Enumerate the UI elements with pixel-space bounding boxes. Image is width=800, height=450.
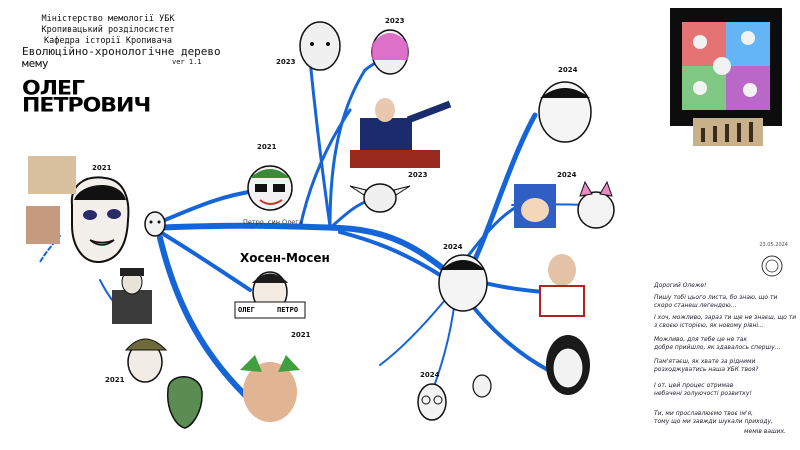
branch-to-suit — [298, 108, 352, 230]
letter-line: з своєю історією, як новому рівні... — [654, 322, 764, 329]
photo-hands — [28, 156, 76, 194]
year-2023-top-right: 2023 — [385, 17, 405, 25]
general-face — [124, 338, 168, 383]
tree-title: Еволюційно-хронологічне дерево мему — [22, 46, 222, 70]
letter-line: Ти, ми прославлюємо твоє ім'я, — [654, 410, 754, 417]
letter-line: Можливо, для тебе це не так — [654, 336, 747, 343]
glasses-face — [417, 383, 447, 421]
letter-seal-icon — [761, 255, 783, 277]
letter-line: Дорогий Олеже! — [654, 282, 707, 289]
year-2024-bottom: 2024 — [420, 371, 440, 379]
letter-line: Пишу тобі цього листа, бо знаю, що ти — [654, 294, 778, 301]
branch-cat — [157, 235, 248, 398]
sonic-face — [514, 184, 556, 228]
face-2023-left — [299, 21, 341, 71]
yoda-face — [349, 183, 411, 213]
oleg-main-face — [70, 176, 130, 264]
header-line-2: Кропивацький розділосистет — [41, 25, 175, 35]
letter-line: небачені золуючості розвитку! — [654, 390, 752, 397]
year-2021-left: 2021 — [92, 164, 112, 172]
letter-line: скоро станеш легендою... — [654, 302, 737, 309]
year-2021-hosen: 2021 — [291, 331, 311, 339]
branch-yoda — [328, 198, 372, 230]
hosen-face — [234, 271, 306, 319]
face-2024-center — [438, 254, 488, 312]
branch-to-top-2024 — [467, 112, 538, 273]
tree-title-line-1: Еволюційно-хронологічне дерево — [22, 45, 221, 58]
header-line-1: Міністерство мемології УБК — [41, 14, 175, 24]
mini-face — [144, 211, 166, 237]
header-line-3: Кафедра історії Кропивача — [44, 36, 172, 46]
political-compass-graphic — [682, 22, 770, 110]
face-2023-pink — [371, 29, 409, 75]
petro-son-label: Петро, син Олега — [243, 218, 303, 226]
small-face-bottom — [472, 374, 492, 398]
logo-line-2: ПЕТРОВИЧ — [22, 94, 151, 117]
institution-header: Міністерство мемології УБК Кропивацький … — [28, 14, 188, 47]
letter-date: 23.05.2024 — [759, 242, 788, 248]
sign-oleg: ОЛЕГ — [238, 306, 255, 314]
branch-thin — [379, 299, 446, 366]
year-2021-bottom-left: 2021 — [105, 376, 125, 384]
letter-line: тому що ми завжди шукали приходу, — [654, 418, 773, 425]
orc-face — [167, 376, 203, 429]
joker-face — [247, 165, 293, 211]
officer-figure — [112, 268, 152, 324]
political-compass-thumbnail — [670, 8, 782, 126]
branch-hosen — [158, 230, 252, 292]
branch-top-left — [308, 58, 332, 228]
suit-man — [350, 98, 452, 168]
letter-line: мемів ваших. — [744, 428, 786, 435]
evolution-thumbnail — [693, 118, 763, 146]
year-2023-yoda: 2023 — [408, 171, 428, 179]
lonsdale-figure — [539, 254, 585, 317]
branch-to-center — [338, 230, 442, 277]
cat-ear-face — [577, 180, 615, 229]
letter-line: І от, цей процес отримав — [654, 382, 734, 389]
letter-line: Пам'ятаєш, як хвате за рідними — [654, 358, 756, 365]
cat-photo — [240, 355, 300, 422]
branch-woman — [466, 298, 550, 372]
logo-line-1: ОЛЕГ — [22, 77, 85, 100]
tree-title-line-2: мему — [22, 57, 49, 70]
year-2021-joker: 2021 — [257, 143, 277, 151]
evolution-silhouettes — [693, 118, 763, 146]
photo-man — [26, 206, 60, 244]
face-2024-top — [538, 81, 592, 143]
letter-line: І хоч, можливо, зараз ти ще не знаєш, що… — [654, 314, 797, 321]
version-label: ver 1.1 — [172, 58, 202, 66]
year-2024-sonic: 2024 — [557, 171, 577, 179]
woman-face — [546, 335, 590, 395]
hosen-mosen-label: Хосен-Мосен — [240, 251, 330, 265]
year-2023-top-left: 2023 — [276, 58, 296, 66]
letter-line: розходжуватись наша УБК твоя? — [654, 366, 759, 373]
year-2024-center: 2024 — [443, 243, 463, 251]
sign-petro: ПЕТРО — [277, 306, 299, 314]
year-2024-top: 2024 — [558, 66, 578, 74]
handwritten-letter: 23.05.2024 Дорогий Олеже! Пишу тобі цьог… — [648, 238, 796, 448]
letter-line: добре прийшло, як здавалось спершу... — [654, 344, 781, 351]
oleg-petrovych-logo: ОЛЕГ ПЕТРОВИЧ — [22, 77, 151, 117]
